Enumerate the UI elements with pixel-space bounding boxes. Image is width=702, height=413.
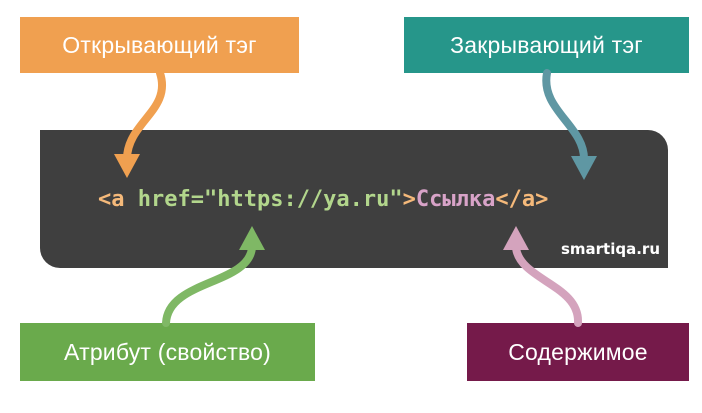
content-text: Содержимое xyxy=(508,338,648,365)
closing-tag-text: Закрывающий тэг xyxy=(450,31,643,58)
watermark: smartiqa.ru xyxy=(560,240,660,258)
code-content: Ссылка xyxy=(415,187,496,212)
arrow-attribute xyxy=(162,226,265,327)
attribute-text: Атрибут (свойство) xyxy=(64,338,271,365)
opening-tag-label: Открывающий тэг xyxy=(20,17,299,73)
arrow-opening-tag xyxy=(114,69,166,178)
arrow-content xyxy=(503,226,583,327)
code-attribute: href="https://ya.ru" xyxy=(137,187,403,212)
code-line: <a href="https://ya.ru">Ссылка</a> xyxy=(98,187,548,212)
attribute-label: Атрибут (свойство) xyxy=(20,323,315,381)
code-open-bracket: <a xyxy=(98,187,138,212)
closing-tag-label: Закрывающий тэг xyxy=(404,17,689,73)
code-closing-tag: </a> xyxy=(495,187,549,212)
code-panel: <a href="https://ya.ru">Ссылка</a> smart… xyxy=(40,130,668,268)
opening-tag-text: Открывающий тэг xyxy=(62,31,257,58)
code-close-bracket: > xyxy=(402,187,416,212)
arrow-closing-tag xyxy=(542,69,597,180)
content-label: Содержимое xyxy=(467,323,689,381)
